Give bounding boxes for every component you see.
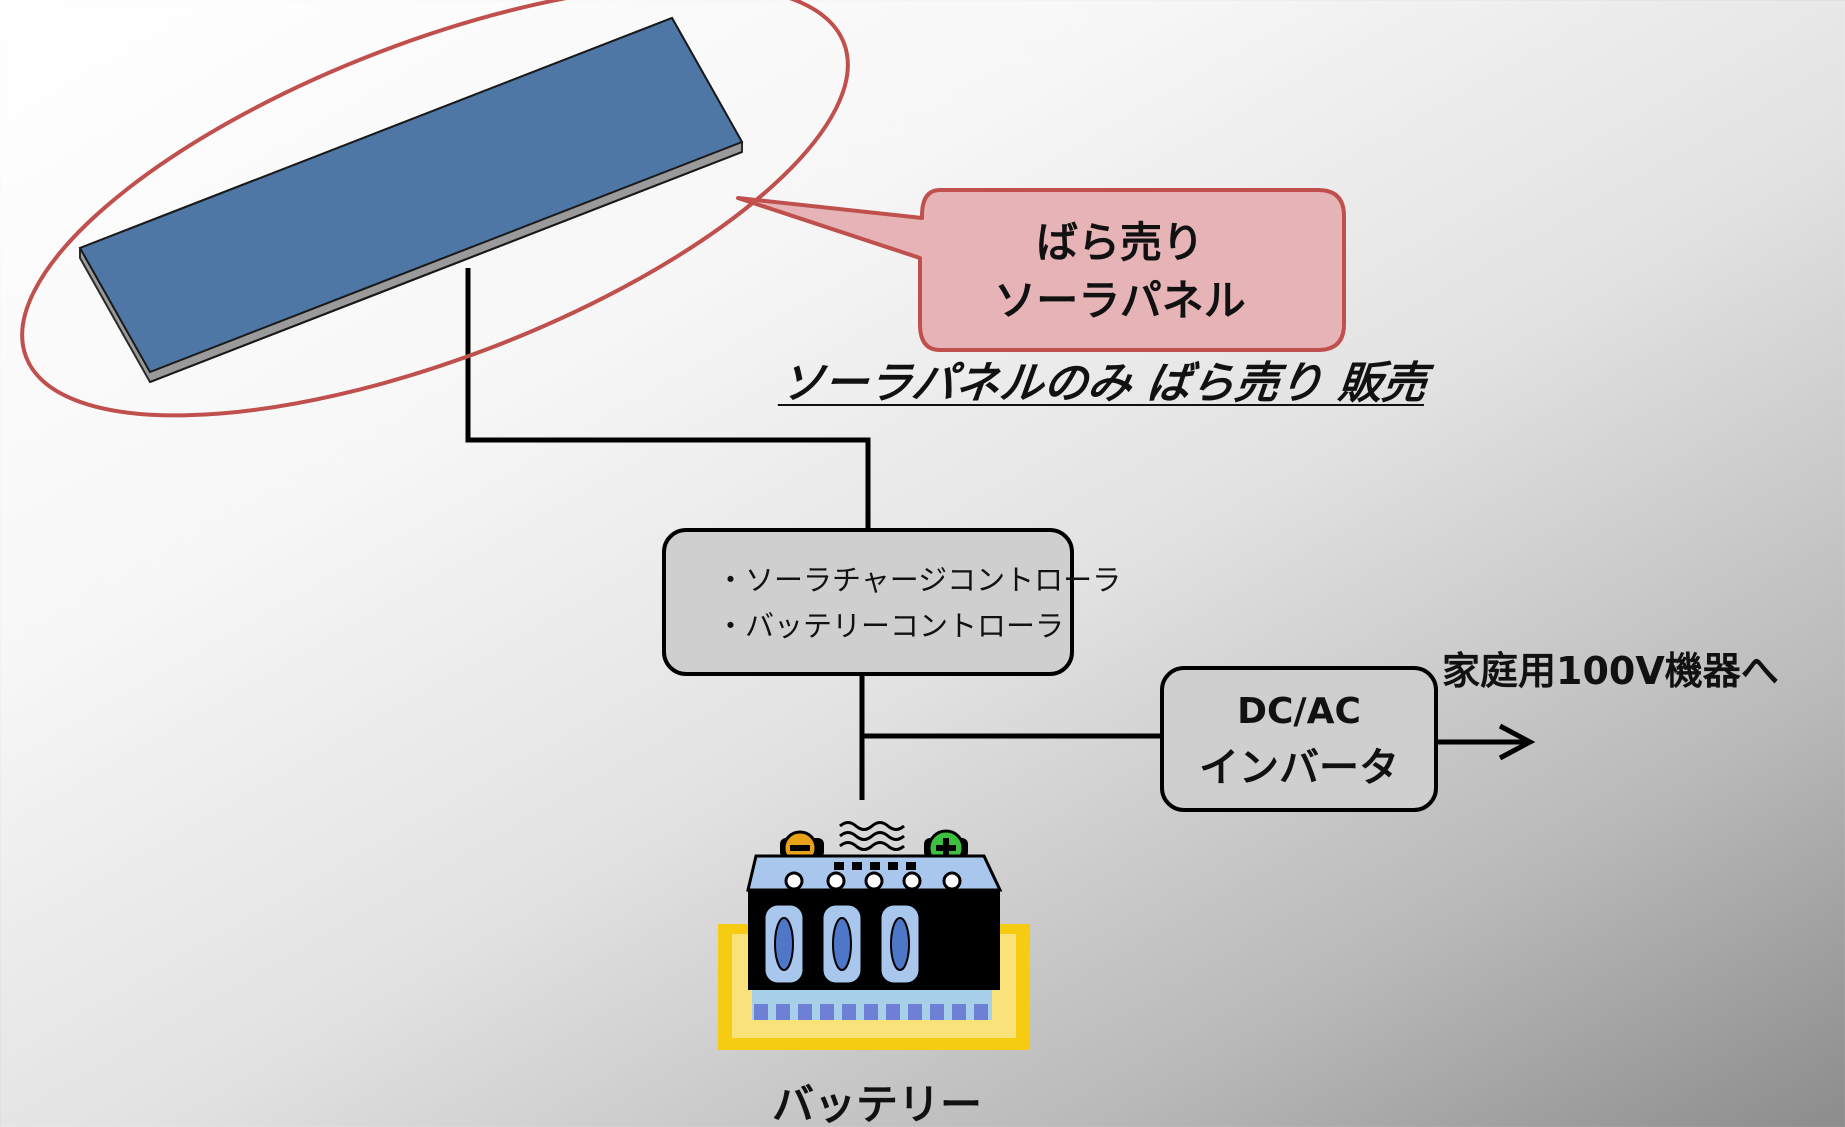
battery-label: バッテリー (772, 1080, 983, 1127)
inverter-line-1: DC/AC (1237, 691, 1361, 732)
controller-line-1: ・ソーラチャージコントローラ (716, 563, 1122, 597)
callout-bubble (736, 188, 1346, 352)
solar-panel-bottom-edge (149, 151, 743, 383)
solar-panel-face (78, 16, 744, 374)
battery-cells (762, 902, 922, 986)
wiring (465, 268, 1160, 800)
battery-vapor (839, 821, 905, 851)
controller-box (662, 528, 1074, 676)
arrow-right-icon (1436, 723, 1536, 761)
inverter-box (1160, 666, 1438, 812)
callout-shape (736, 188, 1346, 352)
callout-line-2: ソーラパネル (994, 276, 1246, 325)
inverter-line-2: インバータ (1199, 745, 1399, 791)
solar-panel-icon (78, 16, 744, 384)
panel-highlight-ellipse (20, 0, 850, 418)
controller-line-2: ・バッテリーコントローラ (716, 609, 1065, 643)
destination-label: 家庭用100V機器へ (1442, 649, 1779, 693)
panel-to-controller-wire (465, 268, 871, 530)
callout-line-1: ばら売り (1035, 218, 1204, 267)
caption-text: ソーラパネルのみ ばら売り 販売 (777, 358, 1429, 409)
battery-icon (718, 821, 1030, 1050)
